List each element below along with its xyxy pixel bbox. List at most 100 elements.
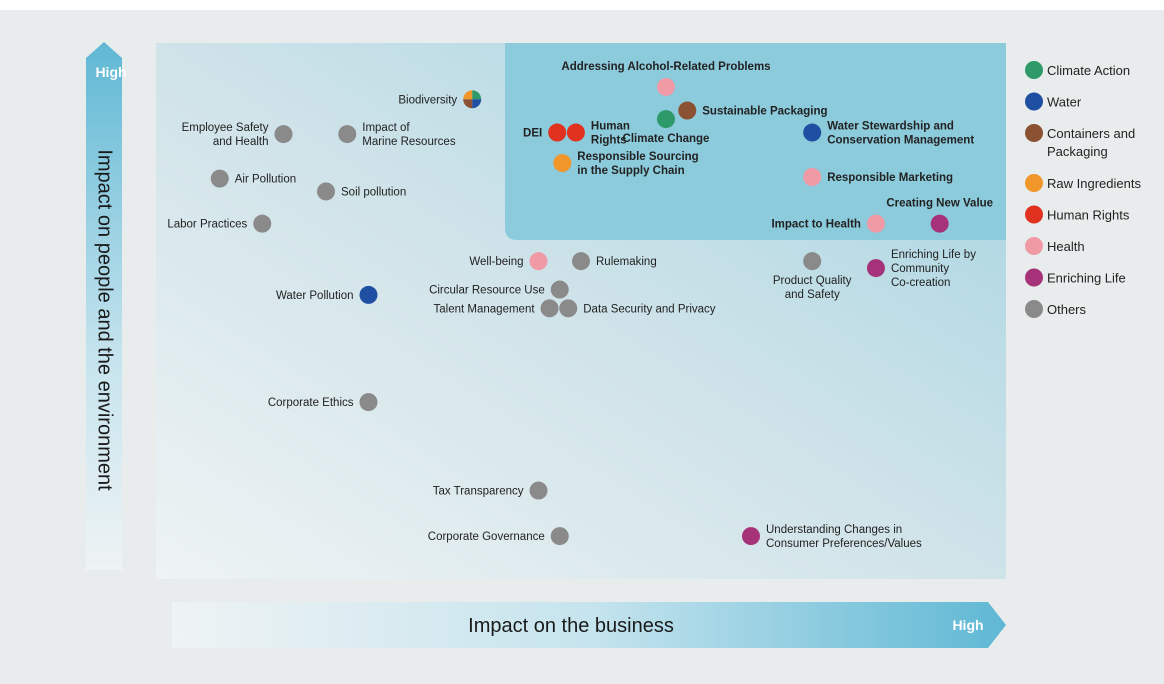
data-point-dei: DEI bbox=[523, 128, 542, 140]
legend-swatch bbox=[1025, 92, 1043, 111]
point-marker bbox=[559, 299, 578, 318]
point-marker bbox=[359, 393, 378, 412]
x-axis-high-label: High bbox=[952, 617, 983, 633]
point-label: Responsible Sourcing bbox=[577, 151, 698, 163]
legend-label: Health bbox=[1047, 239, 1085, 254]
point-marker bbox=[657, 77, 675, 96]
point-label: and Safety bbox=[785, 289, 840, 301]
data-point-impact-to-health: Impact to Health bbox=[771, 214, 885, 233]
point-label: Rights bbox=[591, 135, 627, 147]
data-point-labor-practices: Labor Practices bbox=[167, 214, 272, 233]
point-marker bbox=[657, 110, 675, 129]
point-label: Rulemaking bbox=[596, 256, 657, 268]
data-point-air-pollution: Air Pollution bbox=[210, 169, 296, 188]
point-label: Corporate Ethics bbox=[268, 397, 354, 409]
biodiversity-marker-quadrant bbox=[472, 99, 482, 109]
legend-swatch bbox=[1025, 124, 1043, 142]
point-label: Conservation Management bbox=[827, 135, 974, 147]
legend-item-human-rights: Human Rights bbox=[1025, 205, 1130, 224]
legend-swatch bbox=[1025, 61, 1043, 79]
point-label: Biodiversity bbox=[398, 94, 457, 106]
data-point-corporate-ethics: Corporate Ethics bbox=[268, 393, 378, 412]
data-point-data-security-and-privacy: Data Security and Privacy bbox=[559, 299, 716, 318]
point-marker bbox=[742, 527, 760, 546]
legend-label: Enriching Life bbox=[1047, 271, 1126, 286]
point-label: Co-creation bbox=[891, 277, 950, 289]
data-point-point-9 bbox=[548, 123, 567, 142]
point-marker bbox=[803, 123, 822, 142]
data-point-sustainable-packaging: Sustainable Packaging bbox=[678, 101, 828, 120]
legend-swatch bbox=[1025, 237, 1043, 255]
legend-swatch bbox=[1025, 174, 1043, 192]
data-point-understanding-changes-in-consumer-preferences-values: Understanding Changes in Consumer Prefere… bbox=[742, 524, 922, 550]
point-marker bbox=[566, 123, 585, 142]
high-priority-region bbox=[505, 43, 1006, 240]
y-axis-arrow bbox=[86, 42, 122, 570]
point-label: Air Pollution bbox=[235, 174, 296, 186]
data-point-employee-safety-and-health: Employee Safety and Health bbox=[182, 122, 293, 148]
data-point-water-pollution: Water Pollution bbox=[276, 285, 378, 304]
data-point-rulemaking: Rulemaking bbox=[572, 252, 657, 271]
point-marker bbox=[803, 168, 822, 186]
point-label: Creating New Value bbox=[886, 198, 993, 210]
legend-item-climate-action: Climate Action bbox=[1025, 61, 1130, 79]
biodiversity-marker-quadrant bbox=[472, 90, 482, 100]
point-label: Understanding Changes in bbox=[766, 524, 902, 536]
data-point-biodiversity: Biodiversity bbox=[398, 90, 482, 109]
legend-item-others: Others bbox=[1025, 300, 1087, 318]
point-marker bbox=[359, 285, 378, 304]
legend-label: Others bbox=[1047, 302, 1087, 317]
legend-swatch bbox=[1025, 300, 1043, 318]
point-label: Talent Management bbox=[434, 303, 536, 315]
legend-label: Packaging bbox=[1047, 144, 1108, 159]
point-label: Impact of bbox=[362, 122, 410, 134]
point-marker bbox=[210, 169, 229, 188]
point-label: and Health bbox=[213, 136, 269, 148]
biodiversity-marker-quadrant bbox=[463, 99, 473, 109]
point-label: in the Supply Chain bbox=[577, 165, 684, 177]
point-marker bbox=[678, 101, 697, 120]
data-point-well-being: Well-being bbox=[469, 252, 548, 271]
point-marker bbox=[548, 123, 567, 142]
legend-swatch bbox=[1025, 205, 1043, 224]
point-label: Water Pollution bbox=[276, 290, 354, 302]
legend-item-raw-ingredients: Raw Ingredients bbox=[1025, 174, 1141, 192]
point-label: Sustainable Packaging bbox=[702, 106, 827, 118]
point-marker bbox=[529, 252, 548, 271]
legend-label: Human Rights bbox=[1047, 208, 1130, 223]
point-label: Enriching Life by bbox=[891, 249, 976, 261]
point-label: Climate Change bbox=[623, 133, 710, 145]
point-label: Employee Safety bbox=[182, 122, 269, 134]
legend-swatch bbox=[1025, 268, 1043, 287]
point-label: Responsible Marketing bbox=[827, 172, 953, 184]
point-label: Corporate Governance bbox=[428, 531, 545, 543]
point-marker bbox=[572, 252, 590, 271]
legend-label: Climate Action bbox=[1047, 63, 1130, 78]
point-marker bbox=[550, 280, 569, 299]
point-label: Marine Resources bbox=[362, 136, 456, 148]
y-axis-high-label: High bbox=[95, 64, 126, 80]
point-marker bbox=[866, 214, 885, 233]
point-label: Data Security and Privacy bbox=[583, 303, 716, 315]
point-marker bbox=[930, 214, 949, 233]
point-marker bbox=[550, 527, 569, 546]
x-axis-title: Impact on the business bbox=[468, 615, 674, 637]
point-marker bbox=[803, 252, 822, 271]
data-point-corporate-governance: Corporate Governance bbox=[428, 527, 569, 546]
data-point-addressing-alcohol-related-problems: Addressing Alcohol-Related Problems bbox=[561, 61, 771, 96]
legend-item-health: Health bbox=[1025, 237, 1085, 255]
biodiversity-marker-quadrant bbox=[463, 90, 473, 100]
point-label: Consumer Preferences/Values bbox=[766, 538, 922, 550]
legend-label: Containers and bbox=[1047, 126, 1135, 141]
point-marker bbox=[529, 481, 548, 500]
point-marker bbox=[317, 182, 335, 201]
point-marker bbox=[253, 214, 272, 233]
data-point-tax-transparency: Tax Transparency bbox=[433, 481, 548, 500]
